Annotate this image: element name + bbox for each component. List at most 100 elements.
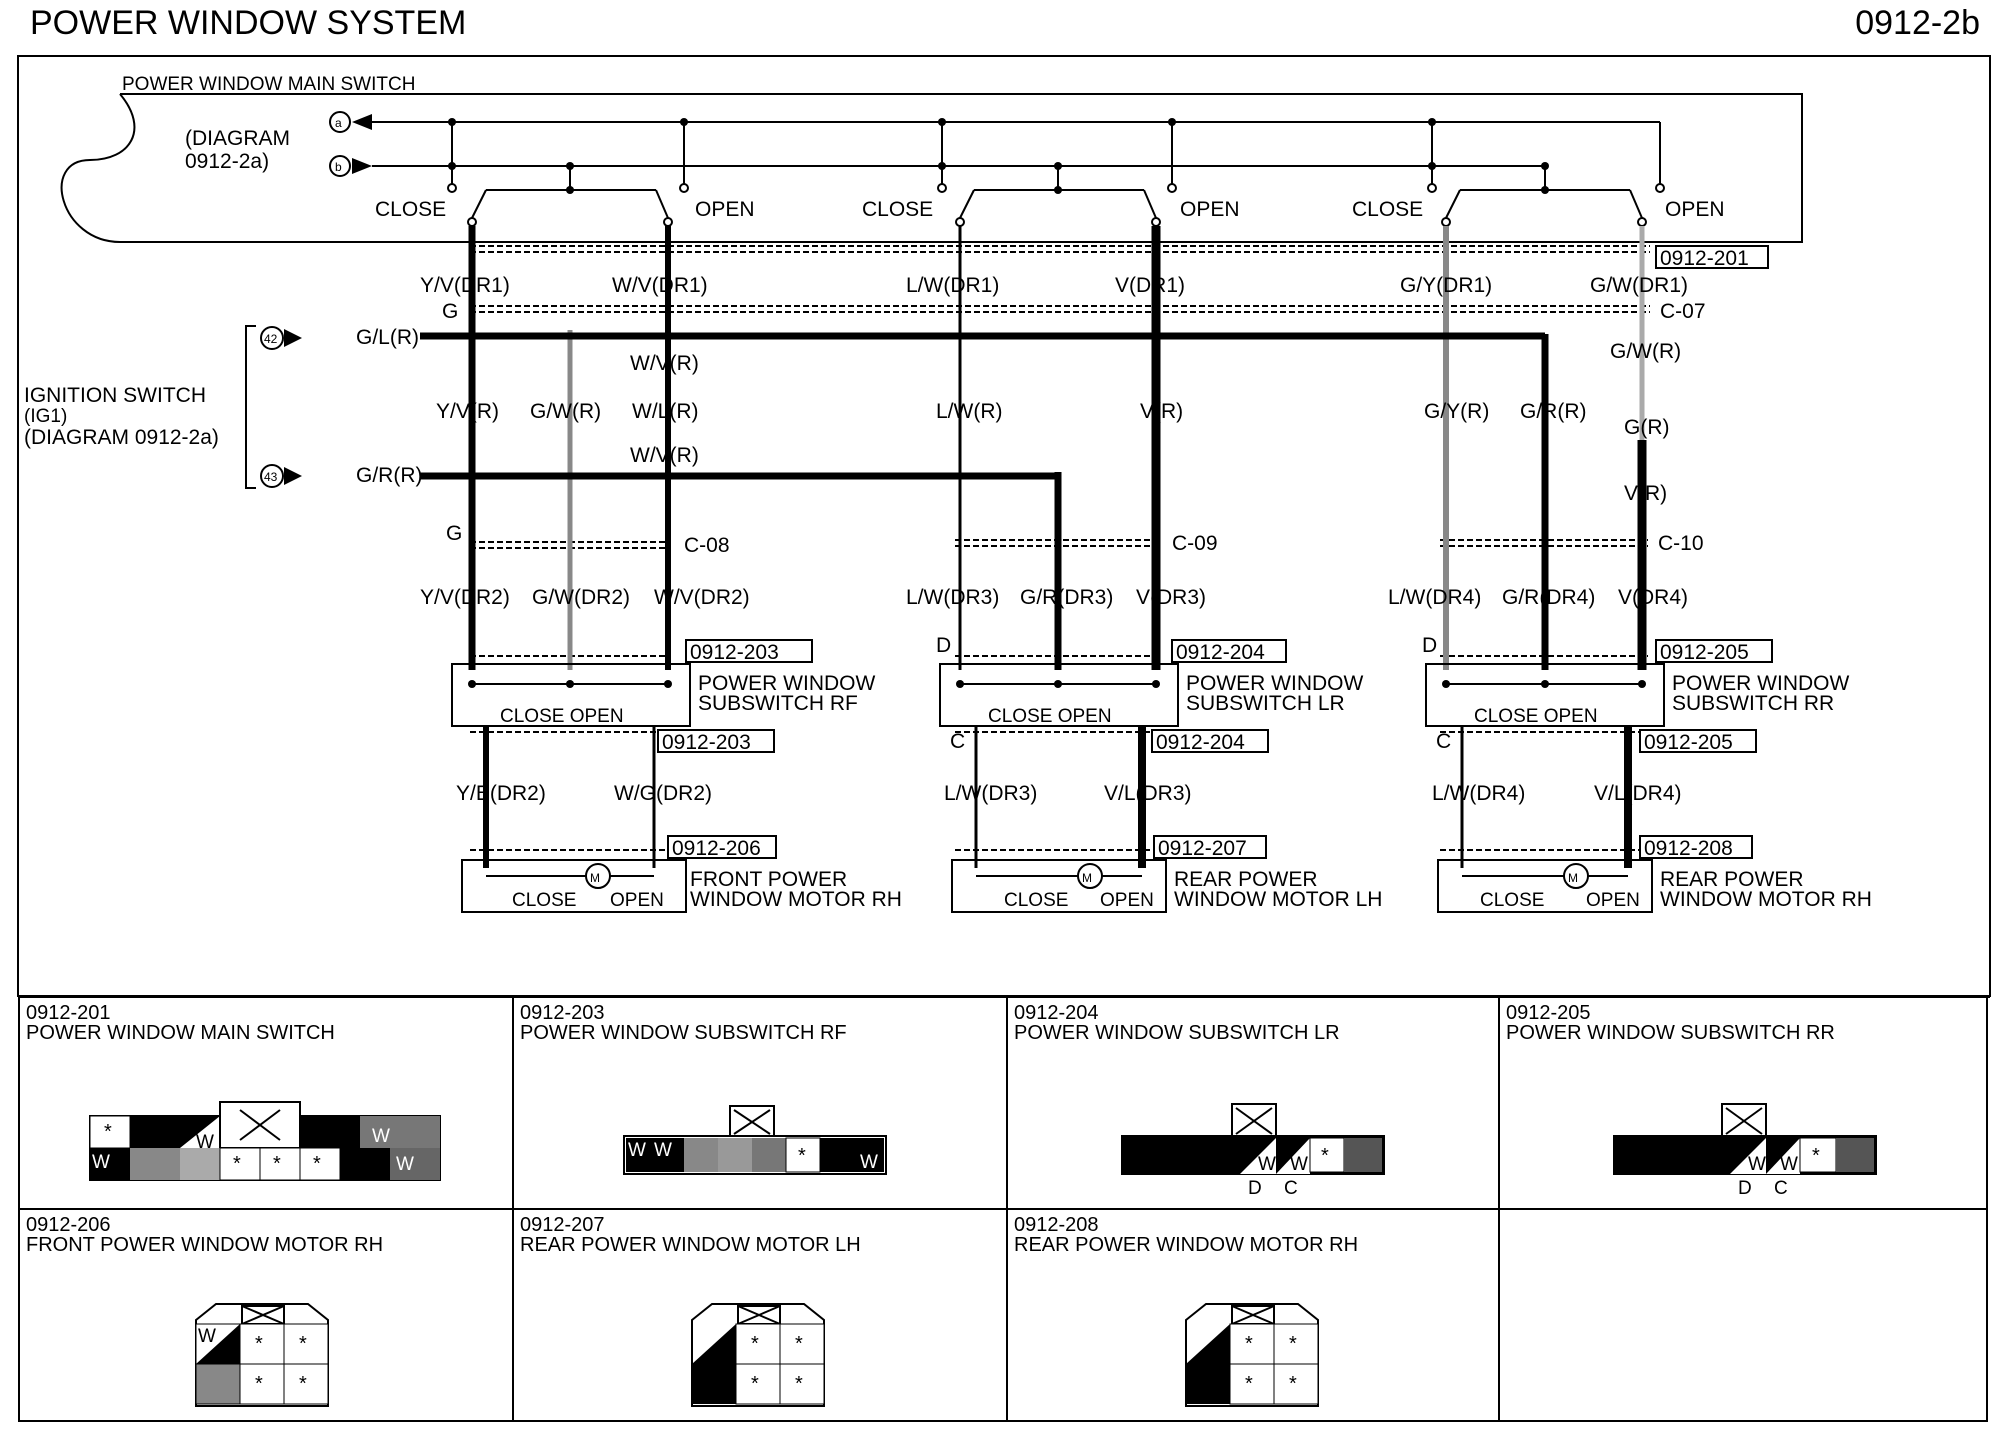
svg-text:CLOSE: CLOSE bbox=[1480, 890, 1544, 911]
wire-top-1: W/V(DR1) bbox=[612, 274, 708, 297]
svg-text:CLOSE: CLOSE bbox=[512, 890, 576, 911]
svg-text:D: D bbox=[1422, 634, 1437, 657]
wire-rf-wv-1: W/V(R) bbox=[630, 352, 699, 375]
close-label-2: CLOSE bbox=[862, 198, 933, 221]
svg-text:*: * bbox=[255, 1373, 263, 1395]
terminal-a-label: a bbox=[335, 116, 342, 130]
svg-text:M: M bbox=[590, 871, 600, 885]
svg-text:W: W bbox=[1290, 1154, 1308, 1175]
pin-42-label: 42 bbox=[264, 332, 278, 346]
close-label-3: CLOSE bbox=[1352, 198, 1423, 221]
svg-text:*: * bbox=[1245, 1373, 1253, 1395]
bus-drops bbox=[451, 122, 1661, 190]
pin-42-arrow bbox=[284, 329, 302, 347]
svg-text:*: * bbox=[313, 1153, 321, 1175]
ignition-line-2: (IG1) bbox=[24, 406, 67, 427]
motor-front-rh: M CLOSE OPEN 0912-206 FRONT POWER WINDOW… bbox=[461, 835, 902, 913]
wire-rf-wl: W/L(R) bbox=[632, 400, 699, 423]
panel-203: 0912-203 POWER WINDOW SUBSWITCH RF W W *… bbox=[514, 998, 1008, 1210]
svg-text:W: W bbox=[196, 1132, 214, 1153]
panel-207: 0912-207 REAR POWER WINDOW MOTOR LH W * … bbox=[514, 1210, 1008, 1422]
svg-text:W: W bbox=[714, 1344, 732, 1365]
svg-text:0912-204: 0912-204 bbox=[1176, 641, 1265, 664]
svg-text:CLOSE: CLOSE bbox=[1004, 890, 1068, 911]
open-label-1: OPEN bbox=[695, 198, 755, 221]
panel-205-name: POWER WINDOW SUBSWITCH RR bbox=[1506, 1022, 1835, 1044]
panel-203-id: 0912-203 bbox=[520, 1002, 605, 1024]
wire-rr-gw: G/W(R) bbox=[1610, 340, 1681, 363]
pin-42-circle bbox=[260, 326, 284, 350]
conn-box-204b bbox=[1151, 729, 1269, 753]
wire-dr-rr-2: V(DR4) bbox=[1618, 586, 1688, 609]
ignition-line-1: IGNITION SWITCH bbox=[24, 384, 206, 407]
svg-text:POWER WINDOW: POWER WINDOW bbox=[1672, 672, 1849, 695]
svg-text:*: * bbox=[1289, 1333, 1297, 1355]
wire-dr-rr-1: G/R(DR4) bbox=[1502, 586, 1595, 609]
panel-206: 0912-206 FRONT POWER WINDOW MOTOR RH W *… bbox=[20, 1210, 514, 1422]
svg-text:W: W bbox=[628, 1140, 646, 1161]
wire-low-lr-0: L/W(DR3) bbox=[944, 782, 1037, 805]
wire-rr-gy: G/Y(R) bbox=[1424, 400, 1489, 423]
panel-204: 0912-204 POWER WINDOW SUBSWITCH LR W W *… bbox=[1008, 998, 1500, 1210]
svg-text:W: W bbox=[1748, 1154, 1766, 1175]
pin-43-circle bbox=[260, 464, 284, 488]
panel-208-id: 0912-208 bbox=[1014, 1214, 1099, 1236]
conn-c09: C-09 bbox=[1172, 532, 1218, 555]
svg-text:0912-208: 0912-208 bbox=[1644, 837, 1733, 860]
pin-43-arrow bbox=[284, 467, 302, 485]
svg-text:WINDOW MOTOR LH: WINDOW MOTOR LH bbox=[1174, 888, 1382, 911]
svg-text:SUBSWITCH RR: SUBSWITCH RR bbox=[1672, 692, 1834, 715]
conn-box-203b bbox=[657, 729, 775, 753]
conn-g-2: G bbox=[446, 522, 462, 545]
subswitch-rf: CLOSE OPEN 0912-203 POWER WINDOW SUBSWIT… bbox=[451, 639, 875, 727]
ignition-bracket bbox=[245, 325, 256, 489]
panel-206-name: FRONT POWER WINDOW MOTOR RH bbox=[26, 1234, 384, 1256]
svg-text:*: * bbox=[104, 1121, 112, 1143]
svg-text:0912-205: 0912-205 bbox=[1660, 641, 1749, 664]
wire-dr-lr-2: V(DR3) bbox=[1136, 586, 1206, 609]
main-switch-title: POWER WINDOW MAIN SWITCH bbox=[122, 74, 415, 95]
svg-text:W: W bbox=[92, 1152, 110, 1173]
svg-text:C: C bbox=[1284, 1178, 1298, 1199]
svg-text:D: D bbox=[936, 634, 951, 657]
wire-rr-gr: G/R(R) bbox=[1520, 400, 1587, 423]
panel-208: 0912-208 REAR POWER WINDOW MOTOR RH W * … bbox=[1008, 1210, 1500, 1422]
svg-text:0912-207: 0912-207 bbox=[1158, 837, 1247, 860]
wire-low-lr-1: V/L(DR3) bbox=[1104, 782, 1192, 805]
panel-201-id: 0912-201 bbox=[26, 1002, 111, 1024]
svg-text:0912-206: 0912-206 bbox=[672, 837, 761, 860]
conn-c10: C-10 bbox=[1658, 532, 1704, 555]
connector-panels: 0912-201 POWER WINDOW MAIN SWITCH * W W … bbox=[18, 996, 1990, 1422]
svg-text:CLOSE OPEN: CLOSE OPEN bbox=[988, 706, 1112, 727]
svg-text:*: * bbox=[255, 1333, 263, 1355]
wire-dr-rf-1: G/W(DR2) bbox=[532, 586, 630, 609]
wire-low-rr-0: L/W(DR4) bbox=[1432, 782, 1525, 805]
panel-201: 0912-201 POWER WINDOW MAIN SWITCH * W W … bbox=[20, 998, 514, 1210]
wire-rf-yv: Y/V(R) bbox=[436, 400, 499, 423]
main-switch-contacts bbox=[471, 189, 1643, 219]
wire-dr-rr-0: L/W(DR4) bbox=[1388, 586, 1481, 609]
page-title: POWER WINDOW SYSTEM bbox=[30, 4, 467, 42]
svg-text:FRONT POWER: FRONT POWER bbox=[690, 868, 847, 891]
conn-code-203b: 0912-203 bbox=[662, 731, 751, 754]
panel-206-id: 0912-206 bbox=[26, 1214, 111, 1236]
terminal-b-arrow bbox=[352, 158, 372, 174]
terminal-a-arrow bbox=[352, 114, 372, 130]
page-code: 0912-2b bbox=[1855, 4, 1980, 42]
svg-text:SUBSWITCH LR: SUBSWITCH LR bbox=[1186, 692, 1345, 715]
svg-text:*: * bbox=[751, 1373, 759, 1395]
svg-text:D: D bbox=[1248, 1178, 1262, 1199]
main-switch-ref-2: 0912-2a) bbox=[185, 150, 269, 173]
conn-g-1: G bbox=[442, 300, 458, 323]
svg-text:OPEN: OPEN bbox=[1100, 890, 1154, 911]
svg-text:W: W bbox=[198, 1326, 216, 1347]
svg-text:OPEN: OPEN bbox=[610, 890, 664, 911]
conn-code-204b: 0912-204 bbox=[1156, 731, 1245, 754]
wire-top-3: V(DR1) bbox=[1115, 274, 1185, 297]
svg-text:*: * bbox=[795, 1333, 803, 1355]
contact-points bbox=[447, 183, 1665, 227]
svg-text:W: W bbox=[1780, 1154, 1798, 1175]
svg-text:WINDOW MOTOR RH: WINDOW MOTOR RH bbox=[690, 888, 902, 911]
vertical-wires bbox=[468, 226, 1647, 670]
svg-text:*: * bbox=[1812, 1145, 1820, 1167]
